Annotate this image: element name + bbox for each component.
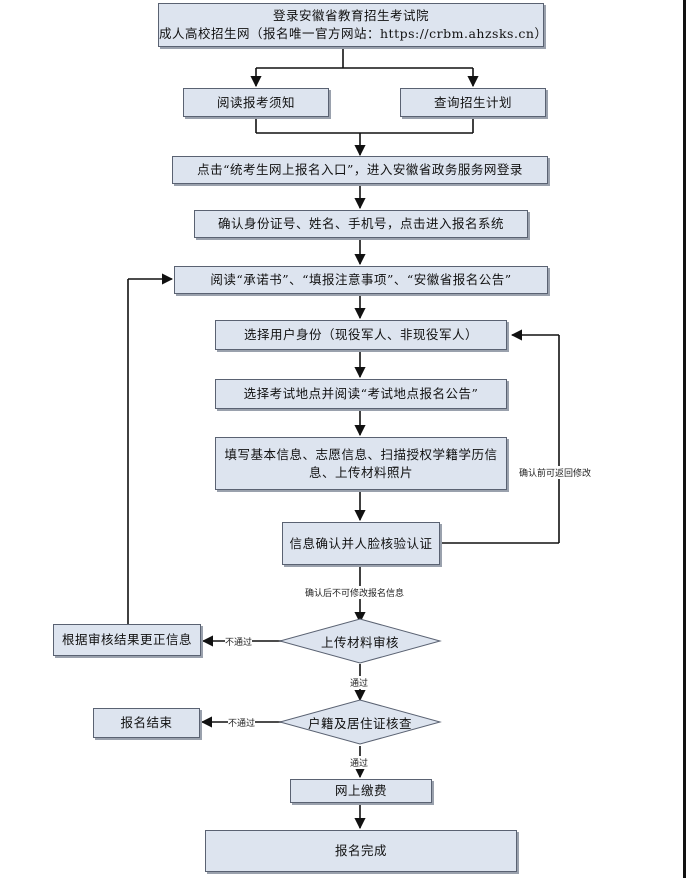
read-notice-box: 阅读报考须知 (183, 88, 329, 117)
read-notice-text: 阅读报考须知 (216, 94, 295, 110)
registration-end-box: 报名结束 (93, 708, 200, 738)
registration-done-text: 报名完成 (334, 843, 387, 858)
upload-review-diamond (278, 618, 442, 664)
select-identity-text: 选择用户身份（现役军人、非现役军人） (243, 327, 478, 342)
select-identity-box: 选择用户身份（现役军人、非现役军人） (215, 320, 507, 350)
registration-done-box: 报名完成 (205, 830, 517, 872)
read-docs-text: 阅读“承诺书”、“填报注意事项”、“安徽省报名公告” (210, 272, 512, 287)
pass-label-2: 通过 (350, 756, 369, 769)
confirm-id-box: 确认身份证号、姓名、手机号，点击进入报名系统 (194, 210, 528, 238)
login-box: 登录安徽省教育招生考试院 成人高校招生网（报名唯一官方网站：https://cr… (158, 3, 548, 47)
click-entry-text: 点击“统考生网上报名入口”，进入安徽省政务服务网登录 (197, 162, 523, 177)
pass-label-1: 通过 (350, 676, 369, 689)
fill-info-line2: 息、上传材料照片 (308, 464, 413, 480)
select-site-box: 选择考试地点并阅读“考试地点报名公告” (215, 379, 507, 409)
can-return-label: 确认前可返回修改 (519, 466, 592, 479)
face-verify-text: 信息确认并人脸核验认证 (289, 535, 433, 551)
click-entry-box: 点击“统考生网上报名入口”，进入安徽省政务服务网登录 (172, 156, 548, 184)
no-modify-label: 确认后不可修改报名信息 (305, 586, 405, 599)
confirm-id-text: 确认身份证号、姓名、手机号，点击进入报名系统 (217, 216, 504, 231)
query-plan-box: 查询招生计划 (400, 88, 546, 117)
fill-info-line1: 填写基本信息、志愿信息、扫描授权学籍学历信 (224, 446, 498, 462)
online-pay-box: 网上缴费 (290, 779, 432, 803)
registration-end-text: 报名结束 (120, 715, 173, 730)
upload-review-label: 上传材料审核 (320, 634, 399, 650)
login-line2: 成人高校招生网（报名唯一官方网站：https://crbm.ahzsks.cn） (159, 26, 548, 41)
correct-info-text: 根据审核结果更正信息 (61, 632, 192, 647)
fail-label-1: 不通过 (225, 635, 253, 648)
household-check-diamond (278, 699, 442, 745)
select-site-text: 选择考试地点并阅读“考试地点报名公告” (243, 386, 479, 401)
login-line1: 登录安徽省教育招生考试院 (272, 8, 429, 23)
online-pay-text: 网上缴费 (334, 783, 387, 798)
fail-label-2: 不通过 (228, 716, 256, 729)
fill-info-box: 填写基本信息、志愿信息、扫描授权学籍学历信 息、上传材料照片 (215, 437, 507, 490)
page-edge (683, 0, 686, 878)
household-check-label: 户籍及居住证核查 (307, 715, 412, 731)
query-plan-text: 查询招生计划 (433, 94, 512, 110)
read-docs-box: 阅读“承诺书”、“填报注意事项”、“安徽省报名公告” (174, 266, 548, 294)
face-verify-box: 信息确认并人脸核验认证 (282, 522, 440, 565)
diamonds (278, 618, 442, 745)
correct-info-box: 根据审核结果更正信息 (53, 624, 201, 656)
